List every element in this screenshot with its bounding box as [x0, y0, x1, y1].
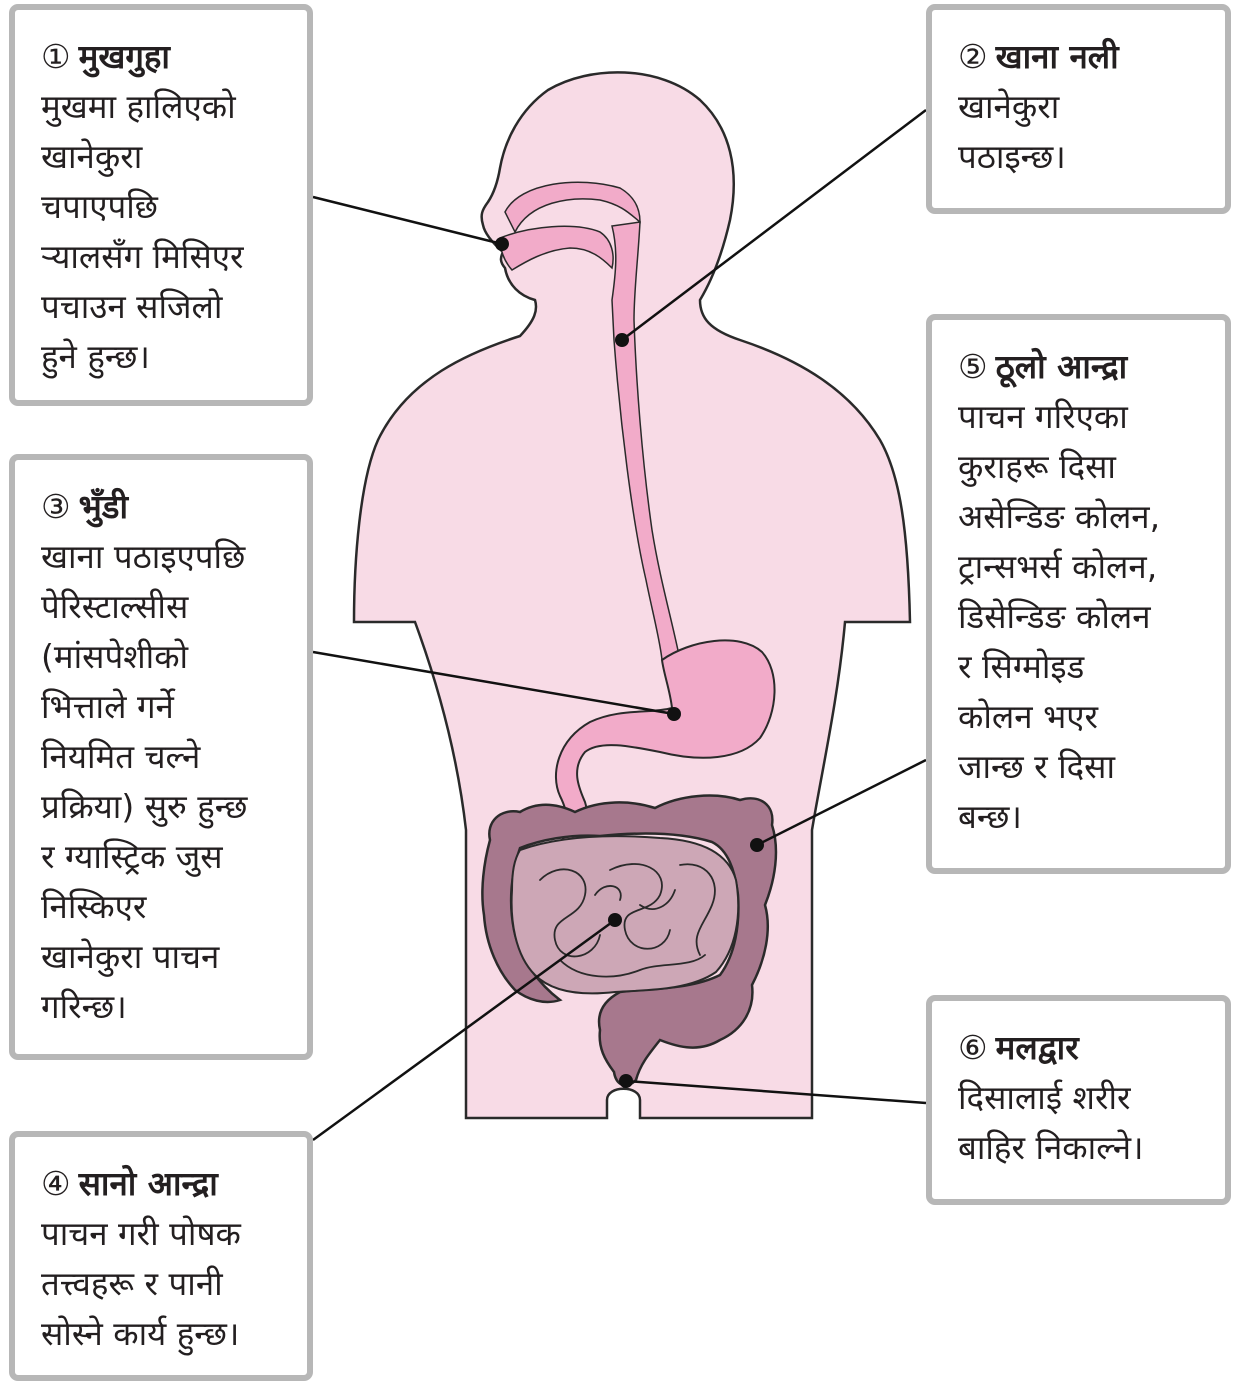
- leader-dot-large-intestine: [750, 838, 764, 852]
- label-name: भुँडी: [79, 487, 128, 526]
- label-number: ④: [41, 1164, 71, 1203]
- label-name: मुखगुहा: [79, 37, 170, 76]
- label-number: ②: [958, 37, 988, 76]
- leader-dot-mouth: [495, 237, 509, 251]
- label-description: पाचन गरी पोषक तत्त्वहरू र पानी सोस्ने का…: [41, 1209, 293, 1359]
- label-name: खाना नली: [996, 37, 1119, 76]
- label-description: खाना पठाइएपछि पेरिस्टाल्सीस (मांसपेशीको …: [41, 532, 293, 1032]
- label-description: खानेकुरा पठाइन्छ।: [958, 82, 1211, 182]
- label-name: ठूलो आन्द्रा: [996, 347, 1128, 386]
- label-number: ③: [41, 487, 71, 526]
- label-number: ⑤: [958, 347, 988, 386]
- leader-dot-small-intestine: [608, 913, 622, 927]
- leader-dot-stomach: [667, 707, 681, 721]
- label-description: मुखमा हालिएको खानेकुरा चपाएपछि र्‍यालसँग…: [41, 82, 293, 382]
- leader-line-mouth: [313, 197, 502, 244]
- label-number: ①: [41, 37, 71, 76]
- label-description: दिसालाई शरीर बाहिर निकाल्ने।: [958, 1073, 1211, 1173]
- label-name: मलद्वार: [996, 1028, 1079, 1067]
- label-name: सानो आन्द्रा: [79, 1164, 218, 1203]
- label-number: ⑥: [958, 1028, 988, 1067]
- label-description: पाचन गरिएका कुराहरू दिसा असेन्डिङ कोलन, …: [958, 392, 1211, 842]
- leader-dot-anus: [619, 1074, 633, 1088]
- leader-dot-esophagus: [615, 333, 629, 347]
